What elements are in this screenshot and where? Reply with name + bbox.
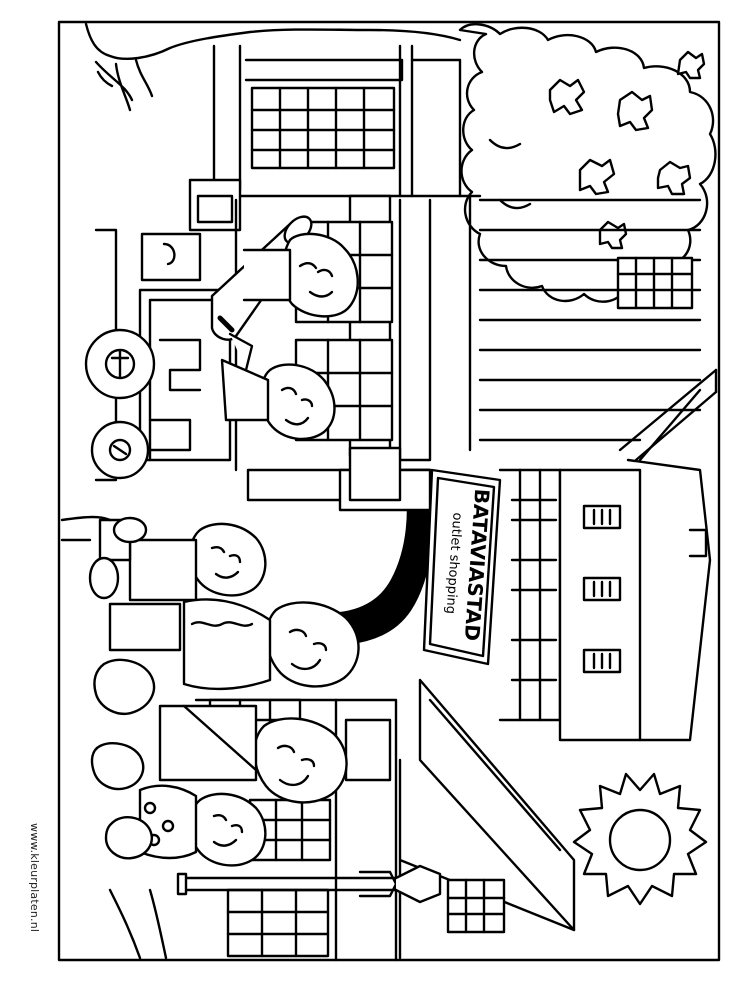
- entrance-arch: [298, 446, 436, 645]
- child-right: [90, 704, 348, 804]
- child-front: [88, 516, 267, 602]
- upper-building: [188, 44, 482, 232]
- person-with-telescope: [242, 232, 359, 318]
- sign-subtitle: outlet shopping: [442, 512, 464, 615]
- street-lamp: [176, 864, 442, 904]
- child-back: [104, 784, 267, 867]
- right-house: [468, 194, 718, 462]
- large-tree: [458, 23, 717, 303]
- top-left-foliage: [84, 22, 462, 112]
- ground-lines: [60, 515, 168, 960]
- person-lower-cart: [220, 332, 336, 441]
- outlet-building: [498, 388, 712, 742]
- bataviastad-sign: [422, 468, 502, 666]
- upper-window-grid: [250, 86, 396, 170]
- lower-right-house: [398, 678, 576, 960]
- sun: [572, 772, 708, 906]
- cannon-cart: [84, 215, 313, 482]
- watermark-url: www.kleurplaten.nl: [28, 823, 41, 933]
- child-centre: [93, 598, 360, 715]
